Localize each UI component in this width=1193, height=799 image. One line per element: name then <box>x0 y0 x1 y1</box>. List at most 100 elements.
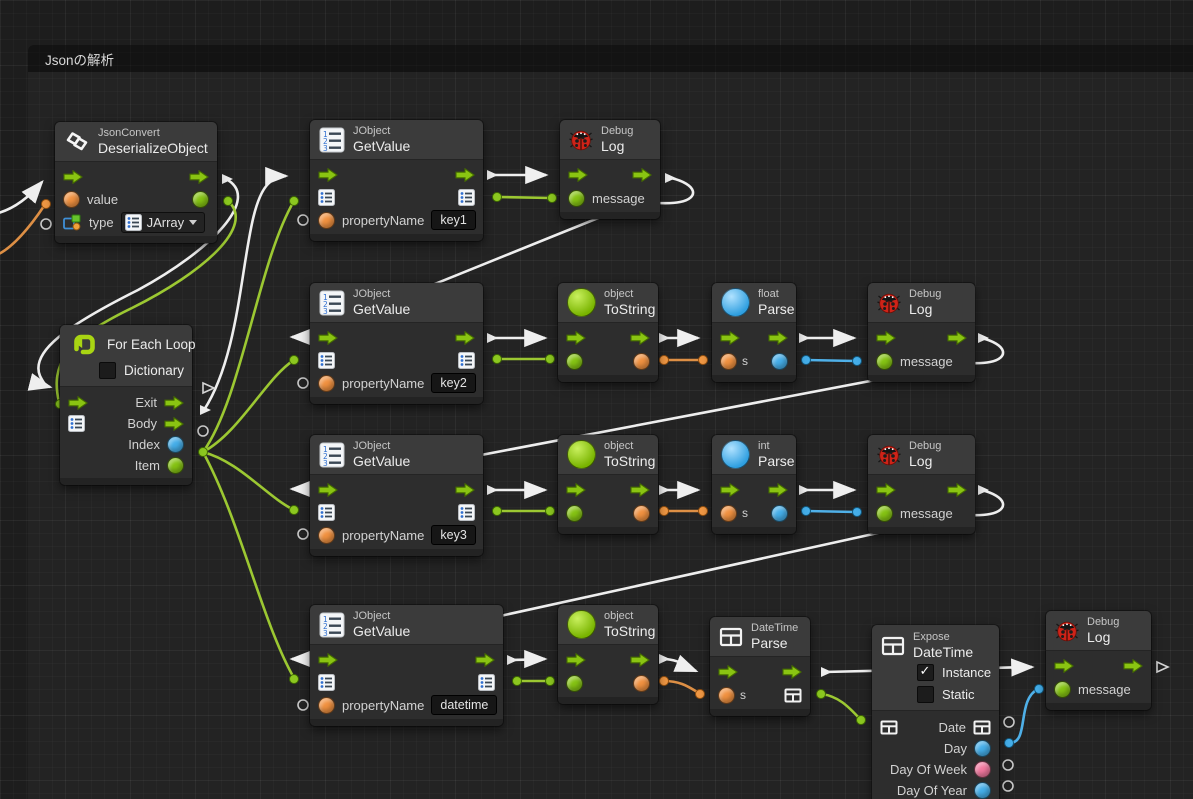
flow-out-port[interactable] <box>782 665 802 680</box>
result-out-port[interactable] <box>458 188 475 206</box>
s-input-port[interactable] <box>720 504 737 522</box>
flow-in-port[interactable] <box>720 331 740 346</box>
propertyname-input[interactable]: key1 <box>431 210 476 231</box>
flow-in-port[interactable] <box>568 168 588 183</box>
target-input-port[interactable] <box>566 674 583 692</box>
node-tostring-1[interactable]: object ToString <box>558 283 658 383</box>
flow-out-port[interactable] <box>630 331 650 346</box>
flow-in-port[interactable] <box>720 483 740 498</box>
message-input-port[interactable] <box>876 504 893 522</box>
message-input-port[interactable] <box>568 189 585 207</box>
propertyname-port[interactable] <box>318 526 335 544</box>
flow-out-port[interactable] <box>455 331 475 346</box>
day-of-week-output-port[interactable] <box>974 761 991 779</box>
message-input-port[interactable] <box>876 352 893 370</box>
flow-in-port[interactable] <box>68 395 88 410</box>
target-input-port[interactable] <box>566 504 583 522</box>
string-output-port[interactable] <box>633 674 650 692</box>
body-flow-port[interactable] <box>164 416 184 431</box>
propertyname-port[interactable] <box>318 374 335 392</box>
flow-in-port[interactable] <box>566 483 586 498</box>
index-output-port[interactable] <box>167 436 184 453</box>
node-debug-log-3[interactable]: Debug Log message <box>868 435 975 535</box>
group-header[interactable]: Jsonの解析 <box>28 45 1193 72</box>
jobject-in-port[interactable] <box>318 503 335 521</box>
flow-out-port[interactable] <box>455 168 475 183</box>
flow-out-port[interactable] <box>475 653 495 668</box>
flow-in-port[interactable] <box>1054 659 1074 674</box>
flow-out-port[interactable] <box>947 483 967 498</box>
jobject-in-port[interactable] <box>318 673 335 691</box>
exit-flow-port[interactable] <box>164 395 184 410</box>
result-output-port[interactable] <box>771 352 788 370</box>
unconnected-port-circles[interactable] <box>40 214 1015 792</box>
jobject-in-port[interactable] <box>318 351 335 369</box>
result-out-port[interactable] <box>458 503 475 521</box>
date-output-port[interactable] <box>973 720 991 735</box>
flow-out-port[interactable] <box>947 331 967 346</box>
flow-unconnected-triangles[interactable] <box>202 381 1170 674</box>
value-input-port[interactable] <box>63 190 80 208</box>
flow-in-port[interactable] <box>318 653 338 668</box>
node-debug-log-2[interactable]: Debug Log message <box>868 283 975 383</box>
static-checkbox[interactable] <box>917 685 934 703</box>
result-output-port[interactable] <box>771 504 788 522</box>
datetime-output-port[interactable] <box>784 688 802 703</box>
propertyname-input[interactable]: key3 <box>431 525 476 546</box>
flow-out-port[interactable] <box>630 653 650 668</box>
flow-out-port[interactable] <box>768 483 788 498</box>
flow-out-port[interactable] <box>632 168 652 183</box>
item-output-port[interactable] <box>167 457 184 474</box>
propertyname-port[interactable] <box>318 696 335 714</box>
group-box[interactable]: Jsonの解析 <box>28 45 1193 799</box>
flow-in-port[interactable] <box>566 653 586 668</box>
flow-in-port[interactable] <box>876 331 896 346</box>
collection-in-port[interactable] <box>68 415 85 432</box>
flow-in-port[interactable] <box>63 170 83 185</box>
result-output-port[interactable] <box>192 190 209 208</box>
node-datetime-parse[interactable]: DateTime Parse s <box>710 617 810 717</box>
node-float-parse[interactable]: float Parse s <box>712 283 796 383</box>
result-out-port[interactable] <box>478 673 495 691</box>
day-of-year-output-port[interactable] <box>974 782 991 799</box>
flow-in-port[interactable] <box>718 665 738 680</box>
node-tostring-2[interactable]: object ToString <box>558 435 658 535</box>
node-debug-log-4[interactable]: Debug Log message <box>1046 611 1151 711</box>
string-wire-dots[interactable] <box>41 199 708 699</box>
day-output-port[interactable] <box>974 740 991 758</box>
flow-out-port[interactable] <box>455 483 475 498</box>
dictionary-checkbox[interactable] <box>99 361 116 379</box>
s-input-port[interactable] <box>720 352 737 370</box>
string-output-port[interactable] <box>633 504 650 522</box>
node-deserialize-object[interactable]: JsonConvert DeserializeObject value type <box>55 122 217 244</box>
flow-out-port[interactable] <box>630 483 650 498</box>
flow-out-port[interactable] <box>768 331 788 346</box>
node-tostring-3[interactable]: object ToString <box>558 605 658 705</box>
jobject-in-port[interactable] <box>318 188 335 206</box>
propertyname-input[interactable]: key2 <box>431 373 476 394</box>
flow-out-port[interactable] <box>189 170 209 185</box>
target-input-port[interactable] <box>566 352 583 370</box>
s-input-port[interactable] <box>718 686 735 704</box>
flow-in-port[interactable] <box>876 483 896 498</box>
result-out-port[interactable] <box>458 351 475 369</box>
node-expose-datetime[interactable]: Expose DateTime Instance Static Date D <box>872 625 999 799</box>
type-dropdown[interactable]: JArray <box>120 211 206 233</box>
node-int-parse[interactable]: int Parse s <box>712 435 796 535</box>
propertyname-input[interactable]: datetime <box>431 695 498 716</box>
datetime-input-port[interactable] <box>880 720 898 735</box>
flow-in-port[interactable] <box>318 483 338 498</box>
string-output-port[interactable] <box>633 352 650 370</box>
propertyname-port[interactable] <box>318 211 335 229</box>
flow-in-port[interactable] <box>566 331 586 346</box>
instance-checkbox[interactable] <box>917 663 934 681</box>
node-for-each-loop[interactable]: For Each Loop Dictionary Exit Body Inde <box>60 325 196 485</box>
flow-in-port[interactable] <box>318 331 338 346</box>
message-input-port[interactable] <box>1054 680 1071 698</box>
flow-in-port[interactable] <box>318 168 338 183</box>
